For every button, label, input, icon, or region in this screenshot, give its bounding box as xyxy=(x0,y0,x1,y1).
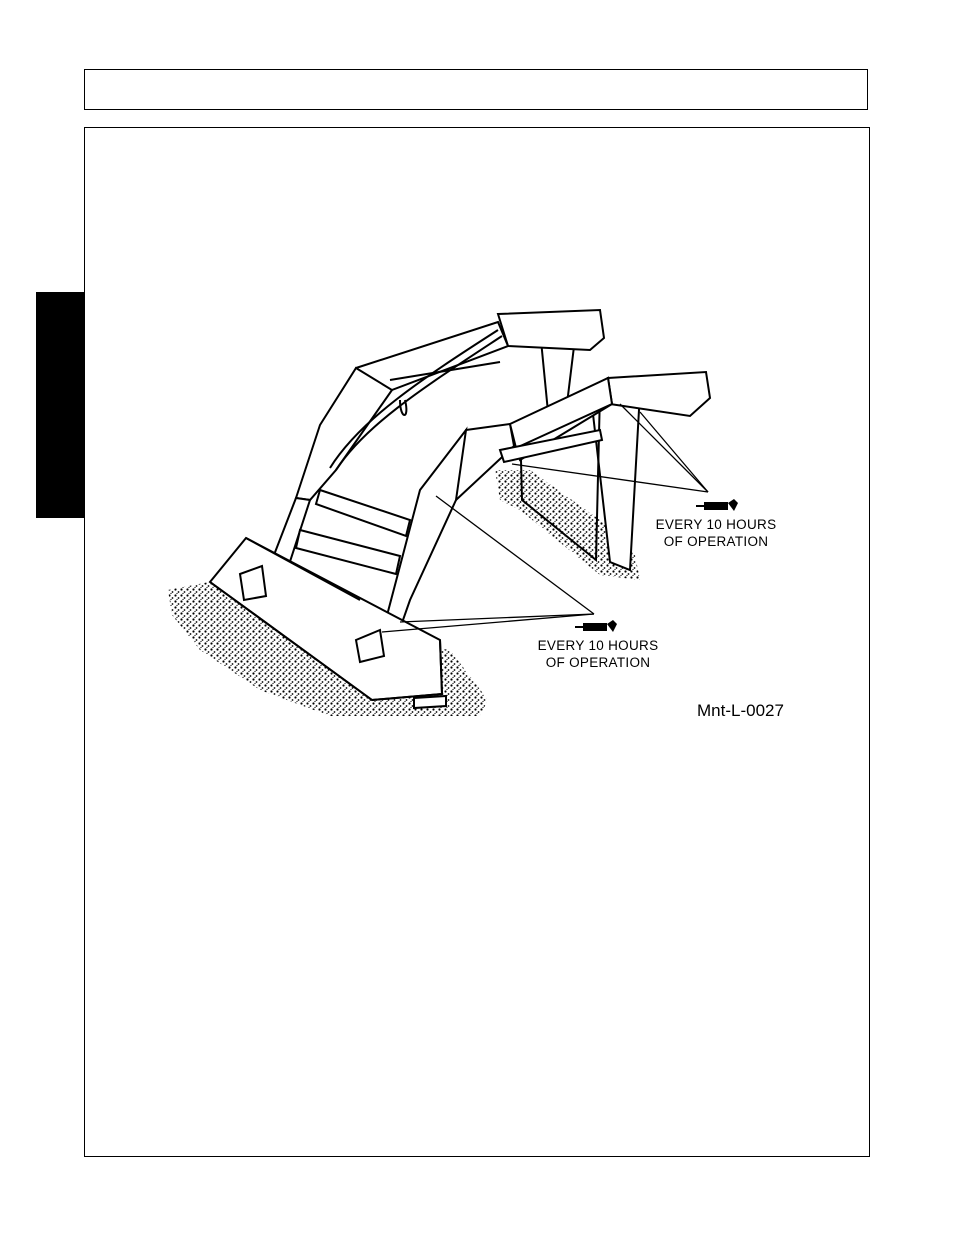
grease-gun-icon xyxy=(696,499,738,511)
ground-gravel-right xyxy=(495,470,640,580)
lube-callout-lower: EVERY 10 HOURS OF OPERATION xyxy=(530,637,666,671)
grease-gun-icon xyxy=(575,620,617,632)
callout-line: EVERY 10 HOURS xyxy=(537,638,659,653)
content-frame xyxy=(84,127,870,1157)
callout-line: EVERY 10 HOURS xyxy=(655,517,777,532)
figure-id: Mnt-L-0027 xyxy=(697,701,784,720)
page-header-box xyxy=(84,69,868,110)
loader-illustration xyxy=(168,308,712,716)
lube-callout-upper: EVERY 10 HOURS OF OPERATION xyxy=(648,516,784,550)
callout-line: OF OPERATION xyxy=(545,655,651,670)
section-tab xyxy=(36,292,84,518)
callout-line: OF OPERATION xyxy=(663,534,769,549)
